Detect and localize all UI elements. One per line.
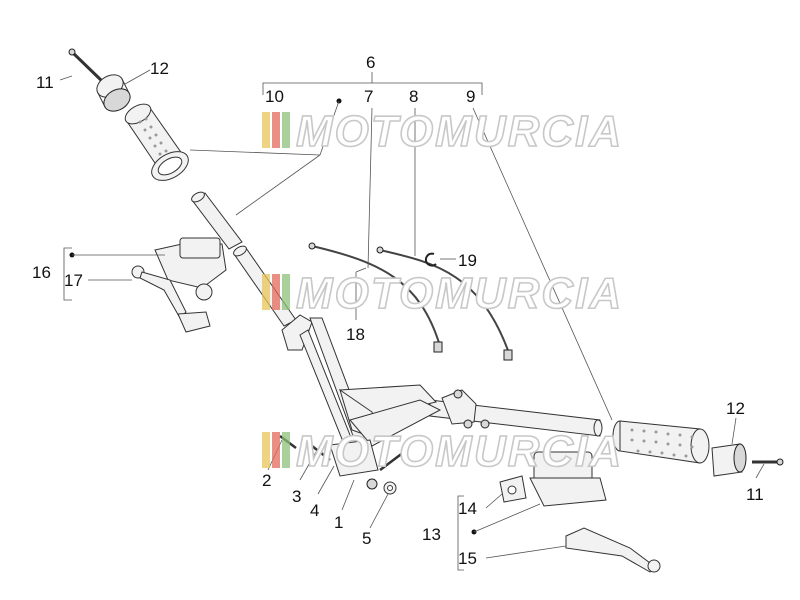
right-master-cylinder — [529, 451, 607, 507]
left-bar-end-weight — [96, 74, 131, 112]
callout-2: 2 — [262, 471, 271, 490]
watermark-top: MOTOMURCIA — [262, 106, 623, 157]
right-bar-end-weight — [711, 443, 747, 477]
handlebar-tube — [299, 317, 603, 477]
callout-11-right: 11 — [746, 485, 764, 504]
master-cylinder-clamp — [499, 475, 527, 503]
left-grip — [124, 103, 189, 181]
callout-6: 6 — [366, 53, 375, 72]
throttle-cables — [308, 242, 513, 361]
watermark-text: MOTOMURCIA — [296, 427, 623, 476]
leader-lines — [59, 69, 765, 571]
left-grip-bolt — [68, 48, 105, 84]
callout-16: 16 — [32, 263, 51, 282]
callout-1: 1 — [334, 513, 343, 532]
callout-19: 19 — [458, 251, 477, 270]
callout-12-left: 12 — [150, 59, 169, 78]
left-master-cylinder — [154, 237, 227, 301]
callout-18: 18 — [346, 325, 365, 344]
callout-5: 5 — [362, 529, 371, 548]
callout-10: 10 — [265, 87, 284, 106]
callout-4: 4 — [310, 501, 319, 520]
watermark-text: MOTOMURCIA — [296, 107, 623, 156]
callout-12-right: 12 — [726, 399, 745, 418]
callout-9: 9 — [466, 87, 475, 106]
right-grip — [612, 420, 710, 464]
callout-7: 7 — [364, 87, 373, 106]
callout-8: 8 — [409, 87, 418, 106]
callout-11-left: 11 — [36, 73, 54, 92]
watermark-middle: MOTOMURCIA — [262, 268, 623, 319]
watermark-bottom: MOTOMURCIA — [262, 426, 623, 477]
callout-14: 14 — [458, 499, 477, 518]
callout-3: 3 — [292, 487, 301, 506]
watermark-text: MOTOMURCIA — [296, 269, 623, 318]
callout-13: 13 — [422, 525, 441, 544]
right-grip-bolt — [752, 458, 784, 466]
callout-17: 17 — [64, 271, 83, 290]
left-brake-lever — [131, 265, 211, 333]
circlip — [424, 252, 437, 267]
right-brake-lever — [565, 527, 661, 573]
callout-15: 15 — [458, 549, 477, 568]
callout-labels: 6 10 7 8 9 11 12 16 17 18 19 2 3 4 1 5 1… — [32, 53, 764, 568]
